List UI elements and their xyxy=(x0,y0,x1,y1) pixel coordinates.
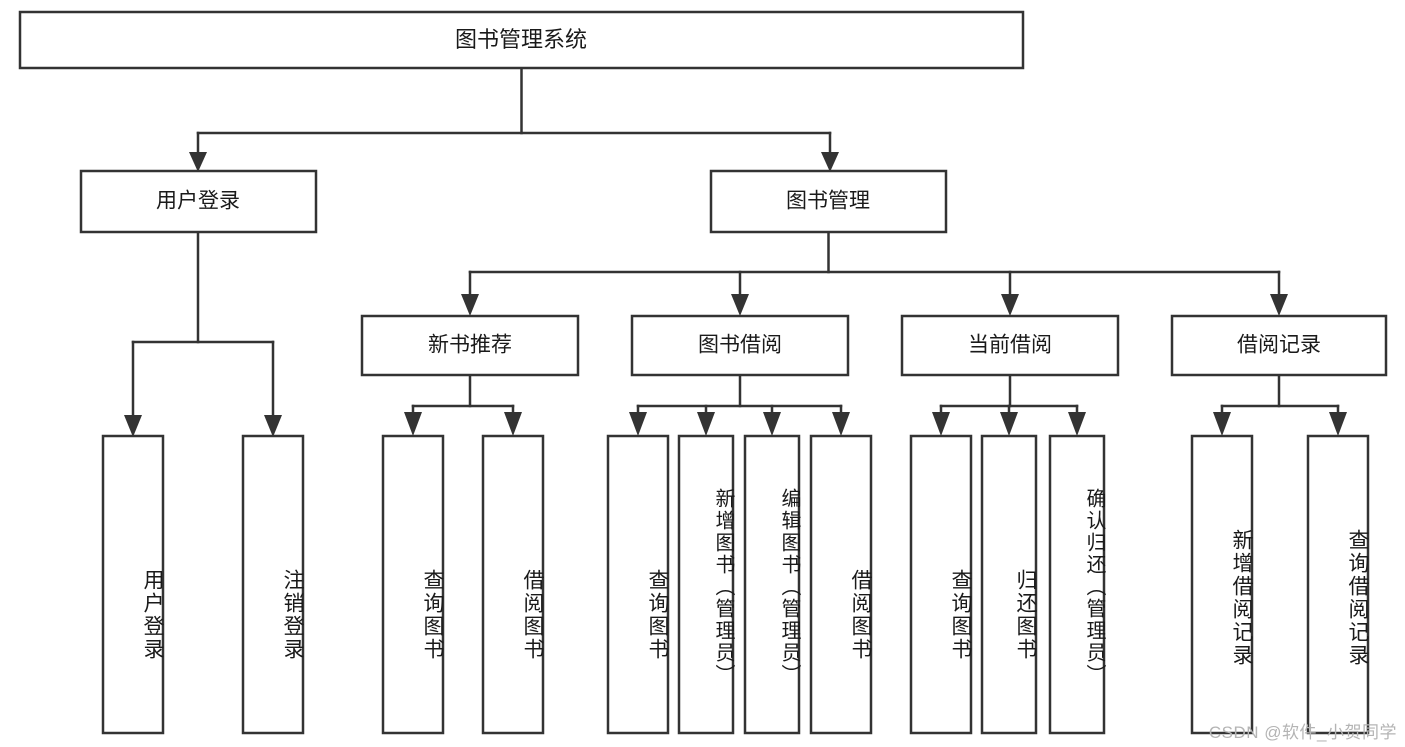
leaf-box-query-book-2[interactable] xyxy=(606,434,670,735)
node-current-borrow[interactable]: 当前借阅 xyxy=(900,314,1120,377)
arrowhead-leaf-8 xyxy=(832,412,850,436)
connector-group-current-to-leaves xyxy=(932,373,1086,436)
node-root-book-management-system[interactable]: 图书管理系统 xyxy=(18,10,1025,70)
arrowhead-new-book xyxy=(461,294,479,316)
leaf-box-logout[interactable] xyxy=(241,434,305,735)
node-borrow-record-box[interactable] xyxy=(1170,314,1388,377)
arrowhead-current xyxy=(1001,294,1019,316)
node-book-borrow-box[interactable] xyxy=(630,314,850,377)
csdn-watermark: CSDN @软件_小贺同学 xyxy=(1208,723,1397,742)
arrowhead-leaf-5 xyxy=(629,412,647,436)
leaf-box-query-borrow-record[interactable] xyxy=(1306,434,1370,735)
leaf-box-add-book-admin[interactable] xyxy=(677,434,735,735)
arrowhead-leaf-4 xyxy=(504,412,522,436)
node-book-borrow[interactable]: 图书借阅 xyxy=(630,314,850,377)
leaf-box-query-book-3[interactable] xyxy=(909,434,973,735)
arrowhead-leaf-12 xyxy=(1213,412,1231,436)
arrowhead-leaf-6 xyxy=(697,412,715,436)
connector-group-root-to-level2 xyxy=(189,66,839,172)
arrowhead-book-mgmt xyxy=(821,152,839,172)
node-current-borrow-label: 当前借阅 xyxy=(968,334,1052,357)
arrowhead-record xyxy=(1270,294,1288,316)
leaf-box-borrow-book-1[interactable] xyxy=(481,434,545,735)
node-book-management[interactable]: 图书管理 xyxy=(709,169,948,234)
arrowhead-leaf-13 xyxy=(1329,412,1347,436)
node-current-borrow-box[interactable] xyxy=(900,314,1120,377)
arrowhead-leaf-11 xyxy=(1068,412,1086,436)
node-new-book-recommend[interactable]: 新书推荐 xyxy=(360,314,580,377)
leaf-box-confirm-return-admin[interactable] xyxy=(1048,434,1106,735)
node-book-borrow-label: 图书借阅 xyxy=(698,334,782,357)
arrowhead-leaf-10 xyxy=(1000,412,1018,436)
node-new-book-recommend-box[interactable] xyxy=(360,314,580,377)
node-book-management-label: 图书管理 xyxy=(786,190,870,213)
node-book-management-box[interactable] xyxy=(709,169,948,234)
arrowhead-leaf-7 xyxy=(763,412,781,436)
leaf-box-edit-book-admin[interactable] xyxy=(743,434,801,735)
arrowhead-borrow xyxy=(731,294,749,316)
connector-group-record-to-leaves xyxy=(1213,373,1347,436)
leaf-box-borrow-book-2[interactable] xyxy=(809,434,873,735)
leaf-boxes-group xyxy=(101,434,1370,735)
connector-group-userlogin-to-leaves xyxy=(124,230,282,437)
node-user-login-label: 用户登录 xyxy=(156,190,240,213)
leaf-box-query-book-1[interactable] xyxy=(381,434,445,735)
arrowhead-leaf-1 xyxy=(124,415,142,437)
leaf-box-add-borrow-record[interactable] xyxy=(1190,434,1254,735)
arrowhead-leaf-3 xyxy=(404,412,422,436)
connector-group-bookmgmt-to-level3 xyxy=(461,230,1288,316)
arrowhead-user-login xyxy=(189,152,207,172)
connector-group-borrow-to-leaves xyxy=(629,373,850,436)
node-root-label: 图书管理系统 xyxy=(455,27,587,52)
arrowhead-leaf-9 xyxy=(932,412,950,436)
node-user-login-box[interactable] xyxy=(79,169,318,234)
arrowhead-leaf-2 xyxy=(264,415,282,437)
node-root-box[interactable] xyxy=(18,10,1025,70)
leaf-box-return-book[interactable] xyxy=(980,434,1038,735)
leaf-box-user-login[interactable] xyxy=(101,434,165,735)
node-new-book-recommend-label: 新书推荐 xyxy=(428,334,512,357)
node-borrow-record-label: 借阅记录 xyxy=(1237,334,1321,357)
node-user-login[interactable]: 用户登录 xyxy=(79,169,318,234)
connector-group-newbook-to-leaves xyxy=(404,373,522,436)
node-borrow-record[interactable]: 借阅记录 xyxy=(1170,314,1388,377)
